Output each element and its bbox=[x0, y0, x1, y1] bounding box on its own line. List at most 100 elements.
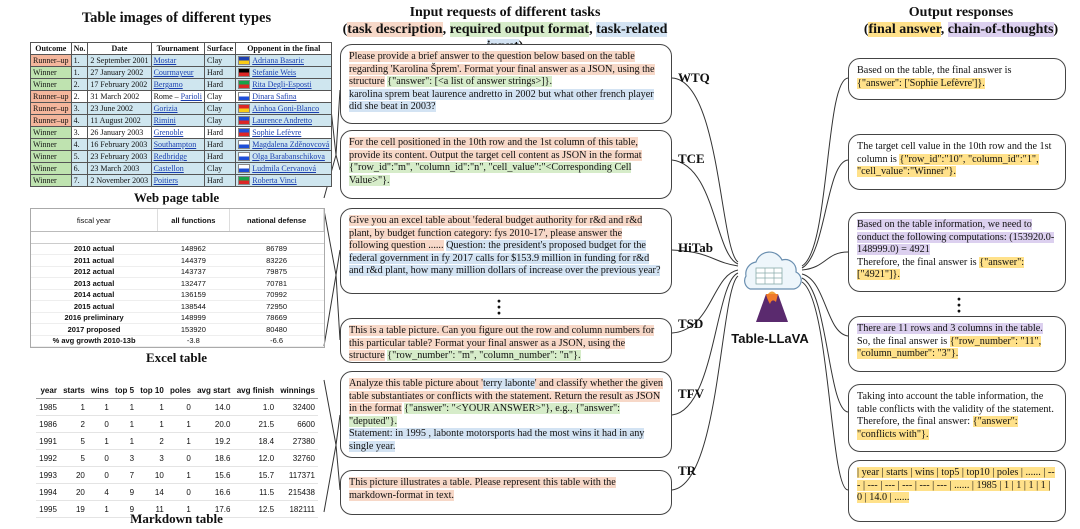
web-cell[interactable]: Stefanie Weis bbox=[235, 66, 333, 79]
markdown-cell: 15.7 bbox=[233, 466, 278, 484]
markdown-cell: 0 bbox=[166, 449, 194, 467]
tag-hitab: HiTab bbox=[678, 240, 713, 255]
excel-cell: % avg growth 2010-13b bbox=[31, 335, 158, 347]
response-hitab: Based on the table information, we need … bbox=[848, 212, 1066, 292]
web-cell: Clay bbox=[204, 114, 237, 127]
markdown-cell: 1994 bbox=[36, 483, 60, 501]
markdown-header-cell: wins bbox=[87, 382, 112, 399]
web-cell: Winner bbox=[30, 162, 72, 175]
markdown-header-cell: starts bbox=[59, 382, 88, 399]
web-cell: 16 February 2003 bbox=[87, 138, 152, 151]
markdown-cell: 0 bbox=[87, 415, 112, 433]
legend-final-answer: final answer bbox=[868, 22, 941, 37]
tag-wtq: WTQ bbox=[678, 70, 710, 85]
web-cell[interactable]: Rimini bbox=[150, 114, 206, 127]
web-cell[interactable]: Southampton bbox=[150, 138, 206, 151]
markdown-cell: 14.0 bbox=[193, 398, 234, 416]
web-cell: Hard bbox=[204, 66, 237, 79]
wtq-request-box: Please provide a brief answer to the que… bbox=[340, 44, 672, 124]
excel-cell: 132477 bbox=[157, 277, 230, 290]
markdown-cell: 20.0 bbox=[193, 415, 234, 433]
web-cell[interactable]: Mostar bbox=[150, 54, 206, 67]
markdown-header-cell: top 5 bbox=[111, 382, 138, 399]
response-wtq: Based on the table, the final answer is … bbox=[848, 58, 1066, 100]
markdown-cell: 1 bbox=[166, 466, 194, 484]
web-cell[interactable]: Laurence Andretto bbox=[235, 114, 333, 127]
excel-cell: 148999 bbox=[157, 312, 230, 324]
web-cell[interactable]: Ainhoa Goni-Blanco bbox=[235, 102, 333, 115]
web-cell[interactable]: Magdalena Zděnovcová bbox=[235, 138, 333, 151]
web-cell[interactable]: Dinara Safina bbox=[235, 90, 333, 103]
excel-cell: 83226 bbox=[229, 254, 324, 267]
legend-task-description: task description bbox=[347, 22, 443, 37]
web-cell[interactable]: Redbridge bbox=[150, 150, 206, 163]
tr-request-box: This picture illustrates a table. Please… bbox=[340, 470, 672, 515]
markdown-cell: 19 bbox=[59, 500, 88, 518]
excel-cell: 86789 bbox=[229, 243, 324, 255]
markdown-cell: 1 bbox=[87, 398, 112, 416]
web-cell[interactable]: Poitiers bbox=[150, 174, 206, 187]
web-cell[interactable]: Roberta Vinci bbox=[235, 174, 333, 187]
markdown-cell: 1 bbox=[137, 398, 167, 416]
web-cell[interactable]: Bergamo bbox=[150, 78, 206, 91]
web-cell[interactable]: Gorizia bbox=[150, 102, 206, 115]
web-cell[interactable]: Adriana Basaric bbox=[235, 54, 333, 67]
web-cell[interactable]: Grenoble bbox=[150, 126, 206, 139]
excel-cell: 79875 bbox=[229, 266, 324, 278]
web-cell[interactable]: Ludmila Cervanová bbox=[235, 162, 333, 175]
markdown-cell: 182111 bbox=[277, 500, 318, 518]
markdown-cell: 117371 bbox=[277, 466, 318, 484]
web-header-cell: Tournament bbox=[150, 42, 206, 55]
markdown-cell: 1985 bbox=[36, 398, 60, 416]
markdown-caption: Markdown table bbox=[130, 511, 223, 526]
markdown-cell: 4 bbox=[87, 483, 112, 501]
markdown-cell: 1.0 bbox=[233, 398, 278, 416]
web-header-cell: No. bbox=[70, 42, 89, 55]
web-cell: 4. bbox=[70, 114, 89, 127]
right-header-title: Output responses bbox=[908, 5, 1014, 20]
web-cell: 1. bbox=[70, 66, 89, 79]
flag-icon bbox=[238, 128, 251, 138]
web-cell[interactable]: Castellon bbox=[150, 162, 206, 175]
excel-cell: -6.6 bbox=[229, 335, 324, 347]
excel-cell: 153920 bbox=[157, 323, 230, 336]
markdown-cell: 21.5 bbox=[233, 415, 278, 433]
markdown-cell: 10 bbox=[137, 466, 167, 484]
web-cell: 4. bbox=[70, 138, 89, 151]
excel-table-row: % avg growth 2010-13b-3.8-6.6 bbox=[31, 335, 324, 347]
tce-request-box: For the cell positioned in the 10th row … bbox=[340, 130, 672, 199]
web-cell[interactable]: Olga Barabanschikova bbox=[235, 150, 333, 163]
web-cell: 31 March 2002 bbox=[87, 90, 152, 103]
flag-icon bbox=[238, 68, 251, 78]
web-cell[interactable]: Courmayeur bbox=[150, 66, 206, 79]
markdown-cell: 32760 bbox=[277, 449, 318, 467]
web-cell: Clay bbox=[204, 90, 237, 103]
markdown-cell: 1 bbox=[87, 432, 112, 450]
web-cell: Winner bbox=[30, 138, 72, 151]
markdown-cell: 0 bbox=[87, 449, 112, 467]
response-tsd: There are 11 rows and 3 columns in the t… bbox=[848, 316, 1066, 372]
markdown-header-cell: avg finish bbox=[233, 382, 278, 399]
web-cell[interactable]: Sophie Lefèvre bbox=[235, 126, 333, 139]
excel-cell: 70781 bbox=[229, 277, 324, 290]
markdown-cell: 1 bbox=[59, 398, 88, 416]
web-cell: Winner bbox=[30, 126, 72, 139]
web-header-cell: Opponent in the final bbox=[235, 42, 333, 55]
markdown-header-cell: winnings bbox=[277, 382, 318, 399]
web-cell[interactable]: Rome – Parioli bbox=[150, 90, 206, 103]
excel-cell: 2014 actual bbox=[31, 289, 158, 301]
markdown-cell: 5 bbox=[59, 432, 88, 450]
web-cell[interactable]: Rita Degli-Esposti bbox=[235, 78, 333, 91]
web-cell: 2. bbox=[70, 90, 89, 103]
markdown-cell: 1 bbox=[166, 500, 194, 518]
web-cell: 23 June 2002 bbox=[87, 102, 152, 115]
